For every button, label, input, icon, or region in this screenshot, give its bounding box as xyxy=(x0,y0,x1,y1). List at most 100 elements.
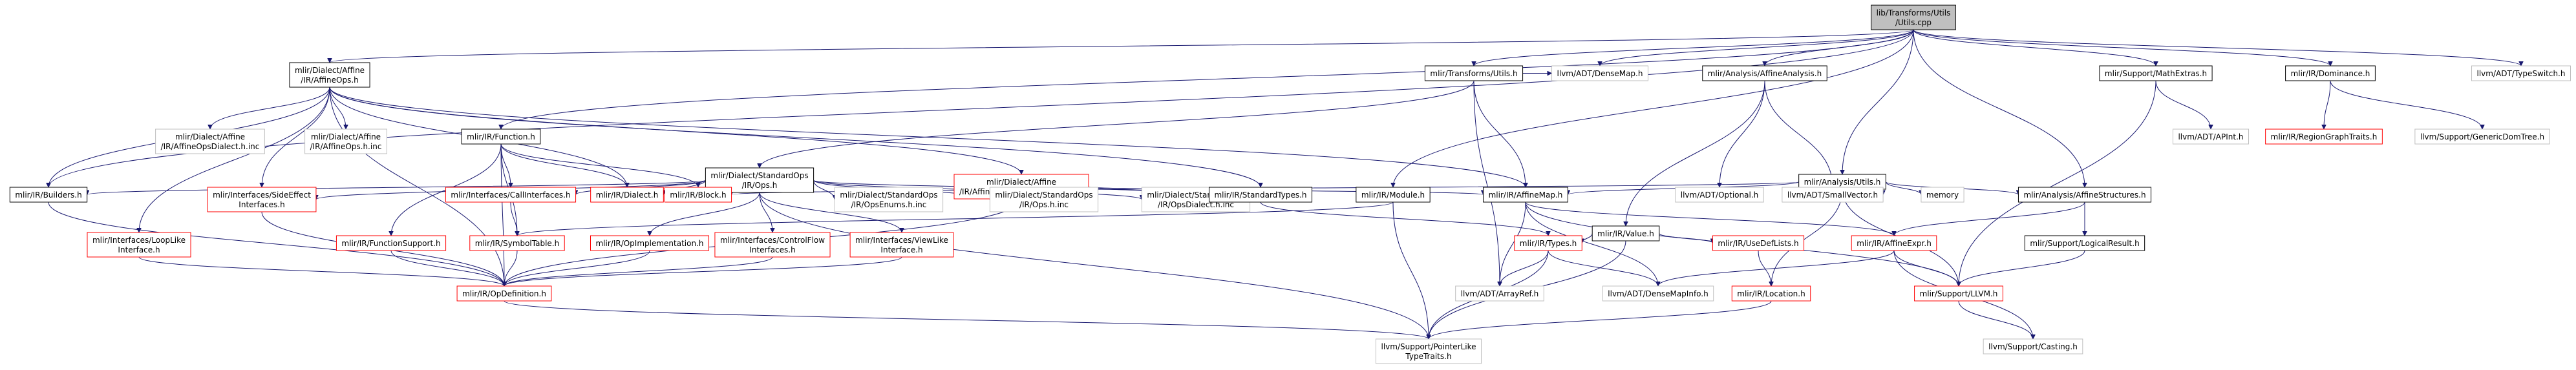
node-label: lib/Transforms/Utils xyxy=(1877,8,1951,17)
node-standardtypes[interactable]: mlir/IR/StandardTypes.h xyxy=(1208,187,1313,203)
node-module[interactable]: mlir/IR/Module.h xyxy=(1356,187,1431,203)
node-block[interactable]: mlir/IR/Block.h xyxy=(664,187,732,203)
node-label: mlir/Interfaces/ViewLike xyxy=(855,236,948,245)
node-affineopsdialectinc: mlir/Dialect/Affine/IR/AffineOpsDialect.… xyxy=(155,128,265,154)
edge-module-to-symboltable xyxy=(517,201,1394,236)
node-affineexpr[interactable]: mlir/IR/AffineExpr.h xyxy=(1851,235,1937,251)
node-label: /IR/AffineOps.h.inc xyxy=(310,142,382,151)
node-casting: llvm/Support/Casting.h xyxy=(1983,338,2083,355)
node-box xyxy=(1455,285,1544,302)
node-label: mlir/Support/LLVM.h xyxy=(1920,289,1998,298)
edge-transformsutils-to-affinemap xyxy=(1473,80,1526,187)
node-regiongraph[interactable]: mlir/IR/RegionGraphTraits.h xyxy=(2265,128,2383,145)
edge-function-to-opdefinition xyxy=(500,143,504,286)
node-label: Interface.h xyxy=(118,245,160,254)
node-box xyxy=(335,235,447,251)
node-supportllvm[interactable]: mlir/Support/LLVM.h xyxy=(1914,285,2003,302)
edge-standardtypes-to-types xyxy=(1260,201,1548,236)
edge-affineops-to-looplike xyxy=(139,87,330,232)
edge-standardops-to-controlflow xyxy=(759,192,772,232)
node-analysisutils[interactable]: mlir/Analysis/Utils.h xyxy=(1798,174,1886,190)
node-box xyxy=(1514,235,1582,251)
edge-root-to-transformsutils xyxy=(1474,29,1914,67)
node-box xyxy=(989,187,1099,212)
edge-dominance-to-regiongraph xyxy=(2324,80,2331,129)
node-affinestructures[interactable]: mlir/Analysis/AffineStructures.h xyxy=(2017,187,2152,203)
node-affineops[interactable]: mlir/Dialect/Affine/IR/AffineOps.h xyxy=(289,62,370,88)
node-box xyxy=(87,232,191,258)
node-transformsutils[interactable]: mlir/Transforms/Utils.h xyxy=(1424,65,1524,81)
node-affineopsinc: mlir/Dialect/Affine/IR/AffineOps.h.inc xyxy=(304,128,387,154)
node-box xyxy=(1782,187,1884,203)
node-box xyxy=(2414,128,2550,145)
node-label: TypeTraits.h xyxy=(1405,352,1451,361)
node-label: mlir/IR/OpDefinition.h xyxy=(462,289,546,298)
node-functionsupport[interactable]: mlir/IR/FunctionSupport.h xyxy=(335,235,447,251)
node-callinterfaces[interactable]: mlir/Interfaces/CallInterfaces.h xyxy=(445,187,577,203)
node-box xyxy=(849,232,954,258)
edge-controlflow-to-opdefinition xyxy=(504,256,773,287)
node-smallvector: llvm/ADT/SmallVector.h xyxy=(1782,187,1884,203)
node-label: llvm/ADT/Optional.h xyxy=(1681,190,1758,200)
node-label: mlir/IR/UseDefLists.h xyxy=(1718,239,1798,248)
node-box xyxy=(2285,65,2376,81)
edge-transformsutils-to-standardops xyxy=(760,80,1474,168)
node-label: /IR/Ops.h xyxy=(742,181,778,190)
edge-root-to-analysisutils xyxy=(1842,29,1914,174)
node-label: memory xyxy=(1926,190,1959,200)
node-mathextras[interactable]: mlir/Support/MathExtras.h xyxy=(2099,65,2213,81)
edge-mathextras-to-supportllvm xyxy=(1959,80,2156,286)
node-label: mlir/IR/OpImplementation.h xyxy=(595,239,703,248)
node-box xyxy=(1424,65,1524,81)
node-affineanalysis[interactable]: mlir/Analysis/AffineAnalysis.h xyxy=(1702,65,1827,81)
node-label: mlir/Interfaces/SideEffect xyxy=(213,190,311,200)
node-symboltable[interactable]: mlir/IR/SymbolTable.h xyxy=(469,235,565,251)
node-opdefinition[interactable]: mlir/IR/OpDefinition.h xyxy=(456,285,552,302)
node-opimplementation[interactable]: mlir/IR/OpImplementation.h xyxy=(590,235,710,251)
node-types[interactable]: mlir/IR/Types.h xyxy=(1514,235,1582,251)
node-value[interactable]: mlir/IR/Value.h xyxy=(1591,225,1660,242)
node-label: mlir/IR/StandardTypes.h xyxy=(1214,190,1306,200)
node-location[interactable]: mlir/IR/Location.h xyxy=(1731,285,1811,302)
node-label: llvm/ADT/DenseMap.h xyxy=(1557,69,1643,78)
node-box xyxy=(714,232,831,258)
node-dialect[interactable]: mlir/IR/Dialect.h xyxy=(590,187,664,203)
node-box xyxy=(1731,285,1811,302)
node-label: mlir/IR/RegionGraphTraits.h xyxy=(2271,132,2378,141)
node-label: mlir/IR/AffineMap.h xyxy=(1489,190,1563,200)
edge-root-to-affinestructures xyxy=(1913,29,2085,187)
node-label: mlir/IR/Module.h xyxy=(1361,190,1425,200)
node-function[interactable]: mlir/IR/Function.h xyxy=(461,128,541,145)
node-box xyxy=(1483,187,1568,203)
edge-symboltable-to-opdefinition xyxy=(504,250,518,286)
node-logicalresult[interactable]: mlir/Support/LogicalResult.h xyxy=(2024,235,2145,251)
edge-viewlike-to-opdefinition xyxy=(504,256,902,287)
node-usedeflists[interactable]: mlir/IR/UseDefLists.h xyxy=(1712,235,1805,251)
node-affinemap[interactable]: mlir/IR/AffineMap.h xyxy=(1483,187,1568,203)
node-root[interactable]: lib/Transforms/Utils/Utils.cpp xyxy=(1871,5,1956,30)
node-label: llvm/ADT/APInt.h xyxy=(2178,132,2243,141)
node-box xyxy=(1356,187,1431,203)
edge-root-to-module xyxy=(1393,29,1914,187)
node-standardops[interactable]: mlir/Dialect/StandardOps/IR/Ops.h xyxy=(705,167,814,193)
edge-mathextras-to-apint xyxy=(2155,80,2211,129)
edge-affineexpr-to-supportllvm xyxy=(1893,250,1959,287)
node-label: /IR/AffineOps.h xyxy=(301,76,359,85)
node-box xyxy=(2099,65,2213,81)
edge-dominance-to-genericdomtree xyxy=(2330,80,2482,130)
node-dominance[interactable]: mlir/IR/Dominance.h xyxy=(2285,65,2376,81)
node-label: mlir/Interfaces/ControlFlow xyxy=(720,236,825,245)
node-box xyxy=(834,187,944,212)
edge-root-to-function xyxy=(501,29,1914,129)
node-label: mlir/Dialect/StandardOps xyxy=(840,190,937,200)
node-box xyxy=(1675,187,1764,203)
node-label: mlir/IR/Block.h xyxy=(670,190,726,200)
edge-usedeflists-to-location xyxy=(1758,250,1771,286)
edge-layer xyxy=(48,29,2521,340)
node-builders[interactable]: mlir/IR/Builders.h xyxy=(9,187,88,203)
